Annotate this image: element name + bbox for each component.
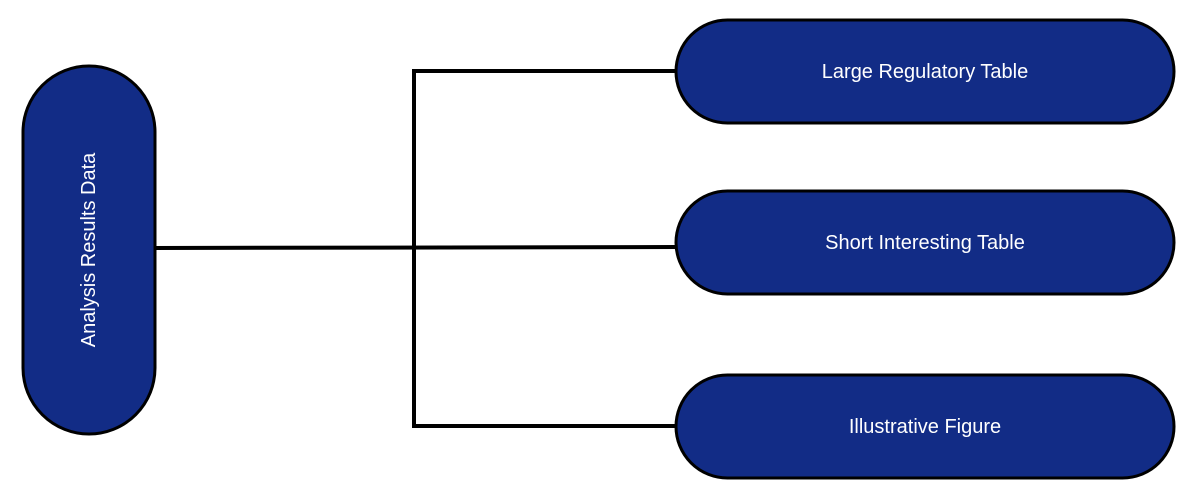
- source-node: Analysis Results Data: [21, 64, 157, 436]
- target-node-label: Large Regulatory Table: [822, 61, 1028, 83]
- target-node-label: Short Interesting Table: [825, 232, 1025, 254]
- connectors: [153, 69, 677, 428]
- target-node-illustrative-figure: Illustrative Figure: [674, 373, 1176, 480]
- target-node-shape: [674, 373, 1176, 480]
- target-node-short-interesting-table: Short Interesting Table: [674, 189, 1176, 296]
- target-node-large-regulatory-table: Large Regulatory Table: [674, 18, 1176, 125]
- target-node-shape: [674, 18, 1176, 125]
- target-node-label: Illustrative Figure: [849, 416, 1001, 438]
- source-node-shape: [21, 64, 157, 436]
- target-node-shape: [674, 189, 1176, 296]
- source-node-label: Analysis Results Data: [78, 152, 100, 347]
